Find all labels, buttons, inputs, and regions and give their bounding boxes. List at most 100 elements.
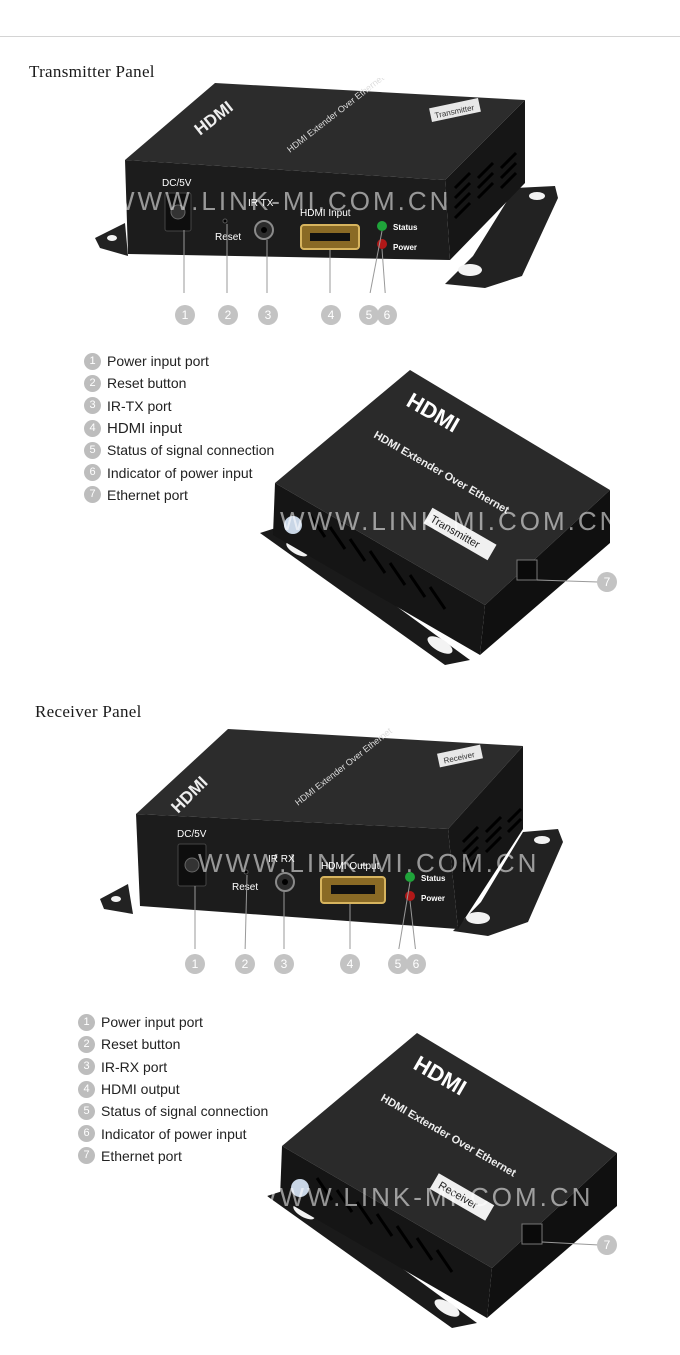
receiver-top-face [136,729,523,829]
receiver-legend-item: 4 HDMI output [78,1078,268,1100]
receiver-right-face [487,1153,617,1318]
receiver-power-led [405,891,415,901]
transmitter-callout-5: 5 [359,305,379,325]
transmitter-legend-item: 2 Reset button [84,372,274,394]
legend-number: 5 [78,1102,95,1120]
transmitter-mount-hole [107,235,117,241]
legend-label: Indicator of power input [107,464,253,481]
transmitter-front-watermark: WWW.LINK-MI.COM.CN [110,186,451,216]
receiver-rear-watermark: WWW.LINK-MI.COM.CN [262,1182,593,1212]
transmitter-hdmi-port-slot [310,233,350,241]
receiver-side-face [448,746,523,929]
transmitter-ethernet-port [516,559,538,581]
receiver-bottom-flange [267,1188,477,1328]
legend-label: Status of signal connection [101,1103,269,1120]
transmitter-front-image: HDMI HDMI Extender Over Ethernet Transmi… [95,78,558,293]
transmitter-bottom-flange [260,525,470,665]
transmitter-right-face [480,490,610,655]
legend-number: 7 [84,486,101,504]
transmitter-status-label: Status [393,223,418,232]
transmitter-top-face [275,370,610,605]
transmitter-legend-item: 5 Status of signal connection [84,439,274,461]
transmitter-legend-item: 4 HDMI input [84,417,274,439]
receiver-legend-item: 3 IR-RX port [78,1056,268,1078]
transmitter-reset-label: Reset [215,232,241,243]
transmitter-front-face [125,160,450,260]
legend-label: Reset button [101,1036,181,1053]
legend-number: 5 [84,441,101,459]
receiver-hdmi-label: HDMI Output [321,861,380,872]
receiver-reset-label: Reset [232,882,258,893]
transmitter-screw [284,516,302,534]
receiver-callout-7: 7 [597,1235,617,1255]
legend-label: HDMI input [107,419,183,437]
legend-number: 2 [78,1035,95,1053]
transmitter-mount-hole [427,636,453,654]
legend-number: 2 [84,374,101,392]
legend-label: IR-TX port [107,397,172,414]
receiver-reset-hole [243,869,249,875]
legend-number: 4 [84,419,101,437]
receiver-callout-2: 2 [235,954,255,974]
receiver-mount-hole [434,1299,460,1317]
transmitter-hdmi-label: HDMI Input [300,208,351,219]
transmitter-top-tag [429,97,481,123]
receiver-power-label: Power [421,894,445,903]
receiver-tag [429,1173,495,1221]
transmitter-rear-image: HDMI HDMI Extender Over Ethernet Transmi… [260,370,621,665]
receiver-front-watermark: WWW.LINK-MI.COM.CN [198,848,539,878]
transmitter-rear-watermark: WWW.LINK-MI.COM.CN [280,506,621,536]
receiver-callout-3: 3 [274,954,294,974]
receiver-top-face [282,1033,617,1268]
receiver-status-led [405,872,415,882]
receiver-legend-item: 5 Status of signal connection [78,1100,268,1122]
transmitter-reset-hole [222,218,228,224]
legend-number: 3 [84,397,101,415]
legend-number: 4 [78,1080,95,1098]
legend-label: Indicator of power input [101,1125,247,1142]
receiver-callout-4: 4 [340,954,360,974]
receiver-ir-port-hole [282,879,288,885]
transmitter-callout-4: 4 [321,305,341,325]
receiver-status-label: Status [421,874,446,883]
receiver-mount-hole [534,836,550,844]
legend-label: Ethernet port [107,486,188,503]
receiver-dc-label: DC/5V [177,829,207,840]
top-divider [0,36,680,37]
receiver-left-face [280,1146,492,1318]
transmitter-callout-6: 6 [377,305,397,325]
receiver-front-image: HDMI HDMI Extender Over Ethernet Receive… [100,725,563,949]
legend-label: Power input port [107,353,209,370]
transmitter-mount-hole [458,264,482,276]
legend-label: Reset button [107,375,187,392]
receiver-ir-label: IR RX [268,854,295,865]
legend-label: Ethernet port [101,1147,182,1164]
legend-label: HDMI output [101,1081,180,1098]
receiver-mount-hole [466,912,490,924]
receiver-rear-image: HDMI HDMI Extender Over Ethernet Receive… [262,1033,617,1328]
legend-number: 3 [78,1058,95,1076]
transmitter-legend-item: 7 Ethernet port [84,484,274,506]
legend-number: 6 [84,464,101,482]
transmitter-ethernet-line [536,579,599,583]
legend-label: Power input port [101,1014,203,1031]
transmitter-callout-7: 7 [597,572,617,592]
transmitter-top-face [125,83,525,180]
receiver-mount-hole [111,896,121,902]
receiver-screw [291,1179,309,1197]
transmitter-dc-label: DC/5V [162,178,192,189]
transmitter-status-led [377,221,387,231]
transmitter-ir-port-hole [261,227,267,233]
receiver-hdmi-port-slot [331,885,375,894]
legend-label: IR-RX port [101,1058,168,1075]
transmitter-legend-item: 3 IR-TX port [84,395,274,417]
transmitter-left-face [273,483,485,655]
receiver-legend-item: 2 Reset button [78,1033,268,1055]
legend-label: Status of signal connection [107,442,275,459]
transmitter-mount-hole [529,192,545,200]
receiver-right-flange [453,829,563,936]
